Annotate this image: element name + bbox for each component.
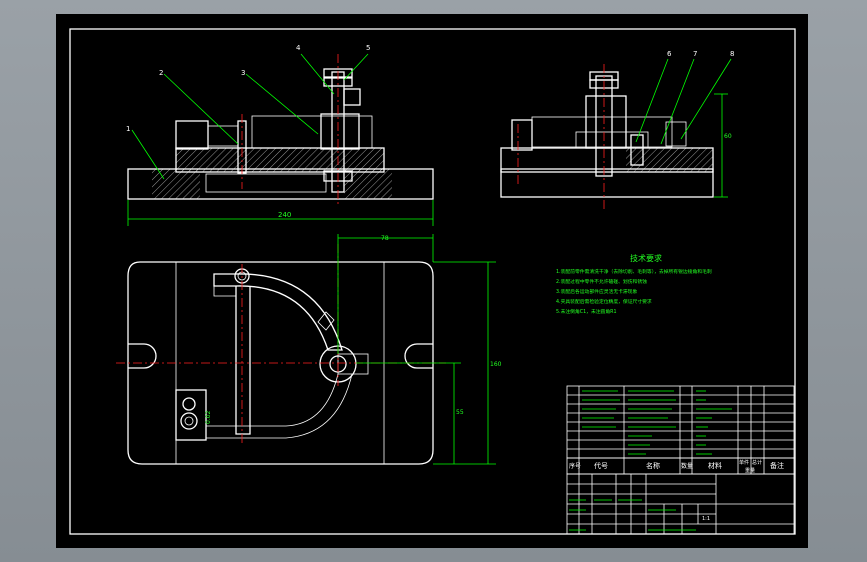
tech-note-2: 2.装配过程中零件不允许磕碰、划伤和锈蚀: [556, 278, 647, 285]
header-weight-label: 重量: [745, 467, 755, 474]
assembly-drawing: 240 1 2 3 4 5: [69, 28, 796, 535]
tech-note-3: 3.装配后各运动部件应灵活无卡滞现象: [556, 288, 638, 295]
balloon-4: 4: [296, 44, 301, 52]
top-view: 78 160 55 0.02: [116, 234, 502, 465]
header-seq: 序号: [569, 462, 581, 470]
header-qty: 数量: [681, 462, 693, 470]
header-total-weight: 总计: [752, 459, 762, 466]
inner-frame: [69, 28, 796, 535]
tech-note-4: 4.夹具装配后需检验定位精度，保证尺寸要求: [556, 298, 652, 305]
side-height-dim: 60: [724, 133, 732, 140]
balloon-6: 6: [667, 50, 672, 58]
title-block: 1:1: [566, 473, 795, 535]
drawing-sheet: 240 1 2 3 4 5: [56, 14, 808, 548]
balloon-2: 2: [159, 69, 163, 77]
parts-list: 序号 代号 名称 数量 材料 单件 总计 重量 备注: [566, 385, 795, 475]
tech-title: 技术要求: [630, 253, 662, 263]
side-view: 60 6 7 8: [500, 50, 734, 209]
header-name: 名称: [646, 461, 660, 470]
balloon-8: 8: [730, 50, 734, 58]
balloon-7: 7: [693, 50, 697, 58]
header-material: 材料: [708, 461, 722, 470]
top-width-dim: 78: [381, 235, 389, 242]
tech-note-1: 1.装配前零件需清洗干净（去除切削、毛刺等），去掉所有锐边棱角和毛刺: [556, 268, 712, 275]
front-width-dim: 240: [278, 211, 291, 219]
technical-requirements: 技术要求 1.装配前零件需清洗干净（去除切削、毛刺等），去掉所有锐边棱角和毛刺 …: [556, 253, 712, 315]
top-height-dim: 160: [490, 361, 502, 368]
balloon-3: 3: [241, 69, 245, 77]
balloon-1: 1: [126, 125, 130, 133]
header-code: 代号: [594, 461, 608, 470]
header-remark: 备注: [770, 461, 784, 470]
balloon-5: 5: [366, 44, 370, 52]
svg-text:0.02: 0.02: [205, 410, 212, 424]
tech-note-5: 5.未注倒角C1，未注圆角R1: [556, 308, 617, 315]
top-offset-dim: 55: [456, 409, 464, 416]
header-unit-weight: 单件: [739, 459, 749, 466]
front-view: 240 1 2 3 4 5: [126, 44, 434, 226]
title-scale: 1:1: [702, 516, 710, 522]
